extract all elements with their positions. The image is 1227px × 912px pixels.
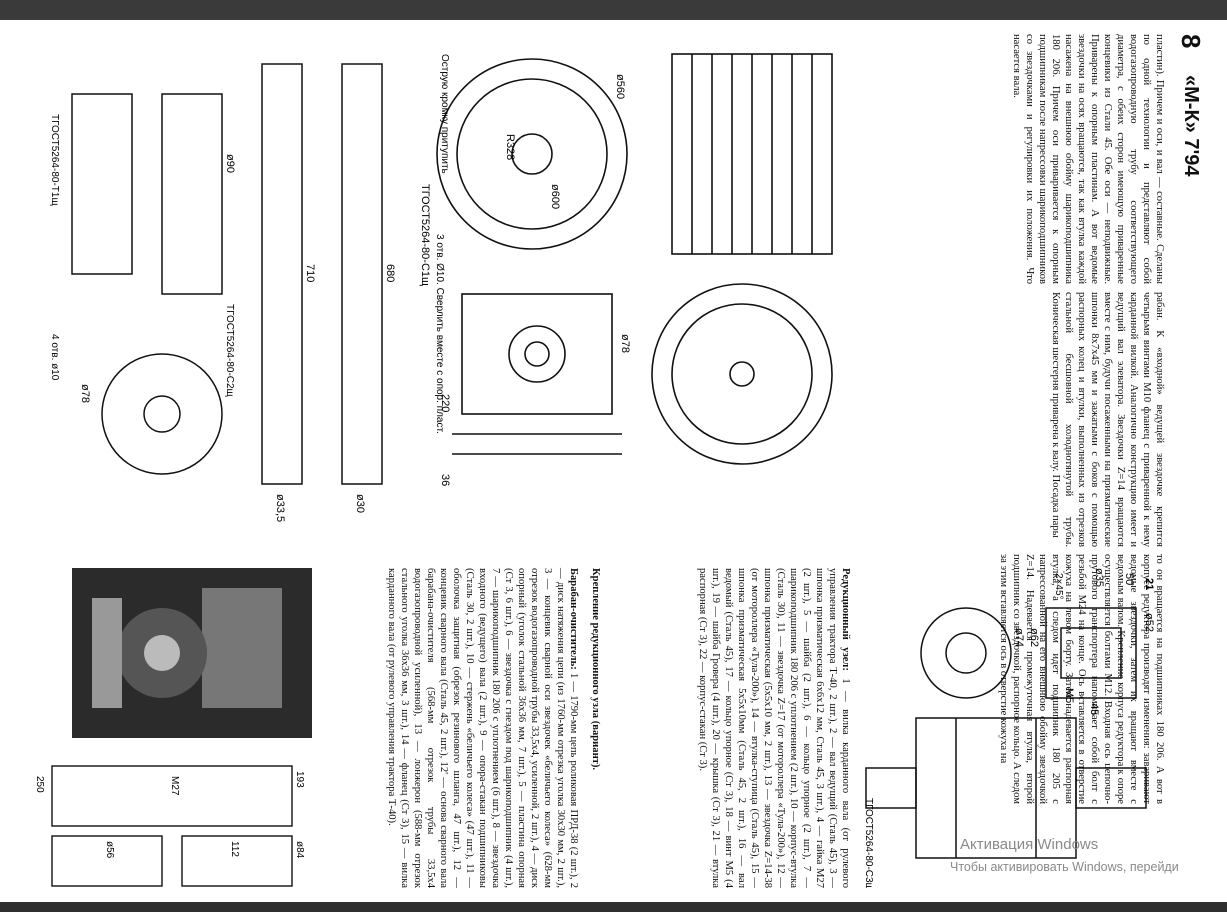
note-holes: 3 отв. Ø10. Сверлить вместе с опор. плас… bbox=[434, 234, 445, 434]
dim-112: 112 bbox=[229, 841, 240, 857]
dim-220: 220 bbox=[439, 394, 451, 412]
flange-14 bbox=[101, 353, 223, 475]
dim-m27: M27 bbox=[169, 776, 180, 796]
housing-9 bbox=[161, 93, 223, 295]
dim-phi35: ø35 bbox=[1093, 568, 1105, 587]
dim-phi84: ø84 bbox=[294, 841, 305, 859]
watermark-subtitle: Чтобы активировать Windows, перейди bbox=[950, 860, 1179, 874]
shaft-2 bbox=[51, 765, 293, 827]
dim-phi78-b: ø78 bbox=[79, 384, 91, 403]
reducer-spec: Редукционный узел: 1 — вилка карданного … bbox=[696, 568, 852, 888]
watermark-title: Активация Windows bbox=[960, 836, 1099, 853]
text-column-axles: пластин). Причем и оси, и вал — составны… bbox=[1011, 34, 1165, 284]
cardan-fork bbox=[1075, 767, 1147, 809]
bubble-21: 21 bbox=[1143, 578, 1155, 590]
reducer-photo bbox=[72, 568, 312, 738]
gost-label-5: ТГОСТ5264-80-Т1щ bbox=[49, 114, 60, 206]
drum-cleaner-drawing: ТГОСТ5264-80-С1щ ø560 ø600 R328 ø78 220 … bbox=[419, 53, 833, 486]
parts-drawing: 193 ø84 M27 112 ø56 250 bbox=[34, 765, 305, 887]
dim-R328: R328 bbox=[504, 134, 516, 160]
dim-phi560: ø560 bbox=[614, 74, 626, 99]
ring-16 bbox=[51, 835, 163, 887]
dim-680-a: 680 bbox=[384, 264, 396, 282]
shaft-12 bbox=[261, 63, 303, 485]
dim-50: 50 bbox=[1123, 573, 1135, 585]
shaft-3 bbox=[341, 63, 383, 485]
note-sharp-edge: Острую кромку притупить bbox=[439, 54, 450, 174]
reducer-heading: Редукционный узел: bbox=[840, 568, 851, 671]
holes-label-1: 4 отв. ø10 bbox=[49, 334, 60, 381]
drum-spec: Барабан-очиститель: 1 — 1790-мм цепь рол… bbox=[385, 568, 580, 888]
dim-phi74: ø74 bbox=[1013, 628, 1025, 647]
gost-label-1: ТГОСТ5264-80-С1щ bbox=[419, 184, 431, 286]
reducer-assembly-drawing: ø52 ø35 ø62 ø74 50 2×45° 45 M5 21 ТГОСТ5… bbox=[863, 568, 1155, 888]
dim-phi56: ø56 bbox=[104, 841, 115, 859]
dim-36: 36 bbox=[439, 474, 451, 486]
dim-250: 250 bbox=[34, 776, 45, 793]
gost-label-4: ТГОСТ5264-80-С2щ bbox=[224, 304, 235, 397]
bushing-10 bbox=[181, 835, 293, 887]
dim-chamfer: 2×45° bbox=[1053, 573, 1064, 600]
viewer-bottom-bar bbox=[0, 902, 1227, 912]
dim-phi90: ø90 bbox=[224, 154, 236, 173]
photo-image bbox=[72, 568, 312, 738]
rotated-page-content: 8 «М-К» 7'94 пластин). Причем и оси, и в… bbox=[22, 20, 1212, 902]
reducer-text: 1 — вилка карданного вала (от рулевого у… bbox=[697, 568, 851, 888]
shafts-drawing: 680 710 ø30 ø33,5 ø90 ø78 4 отв. ø10 ТГО… bbox=[49, 63, 396, 522]
text-column-drive: рабан. К «входной» ведущей звездочке кре… bbox=[1050, 292, 1165, 547]
dim-phi78: ø78 bbox=[619, 334, 631, 353]
dim-193: 193 bbox=[294, 771, 305, 788]
dim-phi30: ø30 bbox=[354, 494, 366, 513]
flange-plate bbox=[461, 293, 613, 415]
dim-45: 45 bbox=[1088, 703, 1100, 715]
dim-phi33-5: ø33,5 bbox=[274, 494, 286, 522]
support-disc bbox=[436, 58, 628, 250]
magazine-issue: «М-К» 7'94 bbox=[1180, 75, 1202, 177]
drum-heading: Барабан-очиститель: bbox=[568, 568, 579, 670]
sprocket-view bbox=[920, 607, 1012, 699]
drum-text: 1 — 1790-мм цепь роликовая ПРД-38 (2 шт.… bbox=[386, 568, 579, 888]
dim-phi52: ø52 bbox=[1143, 613, 1155, 632]
mount-caption: Крепление редукционного узла (вариант). bbox=[590, 568, 601, 771]
dim-710: 710 bbox=[304, 264, 316, 282]
bearing-cup bbox=[1045, 607, 1137, 699]
dim-phi62: ø62 bbox=[1028, 628, 1040, 647]
magazine-page: 8 «М-К» 7'94 пластин). Причем и оси, и в… bbox=[22, 20, 1212, 902]
drum-end-view bbox=[651, 283, 833, 465]
page-number: 8 bbox=[1176, 34, 1206, 49]
dim-m5: M5 bbox=[1063, 688, 1075, 703]
viewer-top-bar bbox=[0, 0, 1227, 20]
dim-phi600: ø600 bbox=[549, 184, 561, 209]
gost-label-2: ТГОСТ5264-80-С3щ bbox=[863, 798, 874, 888]
